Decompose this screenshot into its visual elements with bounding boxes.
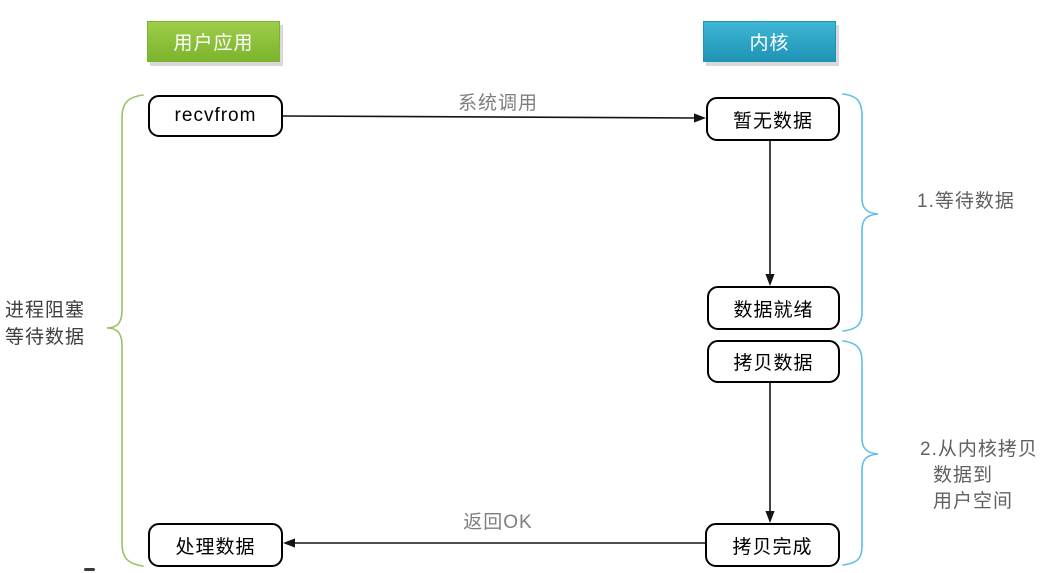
annotation-process-block-line1: 进程阻塞 — [5, 300, 86, 321]
brace-step2 — [842, 340, 879, 566]
annotation-step2-line3: 用户空间 — [933, 491, 1014, 512]
arrowhead-syscall — [694, 113, 706, 123]
brace-process-block — [106, 94, 144, 567]
arrow-syscall — [282, 115, 698, 119]
label-syscall: 系统调用 — [457, 93, 538, 114]
header-kernel: 内核 — [703, 21, 836, 62]
arrowhead-wait-data — [765, 274, 775, 286]
annotation-process-block-line2: 等待数据 — [5, 327, 86, 348]
annotation-step2-line1: 2.从内核拷贝 — [920, 439, 1038, 460]
stray-mark-decoration — [84, 568, 95, 571]
arrowhead-copying — [765, 511, 775, 523]
arrowhead-return-ok — [283, 538, 295, 548]
label-return-ok: 返回OK — [463, 512, 533, 533]
annotation-step2: 2.从内核拷贝 数据到 用户空间 — [920, 437, 1038, 515]
node-copy-done: 拷贝完成 — [705, 523, 840, 567]
node-recvfrom: recvfrom — [148, 95, 283, 137]
header-user-app: 用户应用 — [147, 21, 280, 62]
node-copy-data: 拷贝数据 — [707, 340, 840, 383]
brace-step1 — [842, 93, 879, 332]
annotation-process-block: 进程阻塞 等待数据 — [5, 297, 85, 351]
node-process-data: 处理数据 — [148, 523, 283, 567]
node-no-data: 暂无数据 — [706, 97, 840, 141]
node-data-ready: 数据就绪 — [707, 286, 840, 330]
annotation-step2-line2: 数据到 — [933, 465, 994, 486]
annotation-step1: 1.等待数据 — [917, 191, 1015, 212]
